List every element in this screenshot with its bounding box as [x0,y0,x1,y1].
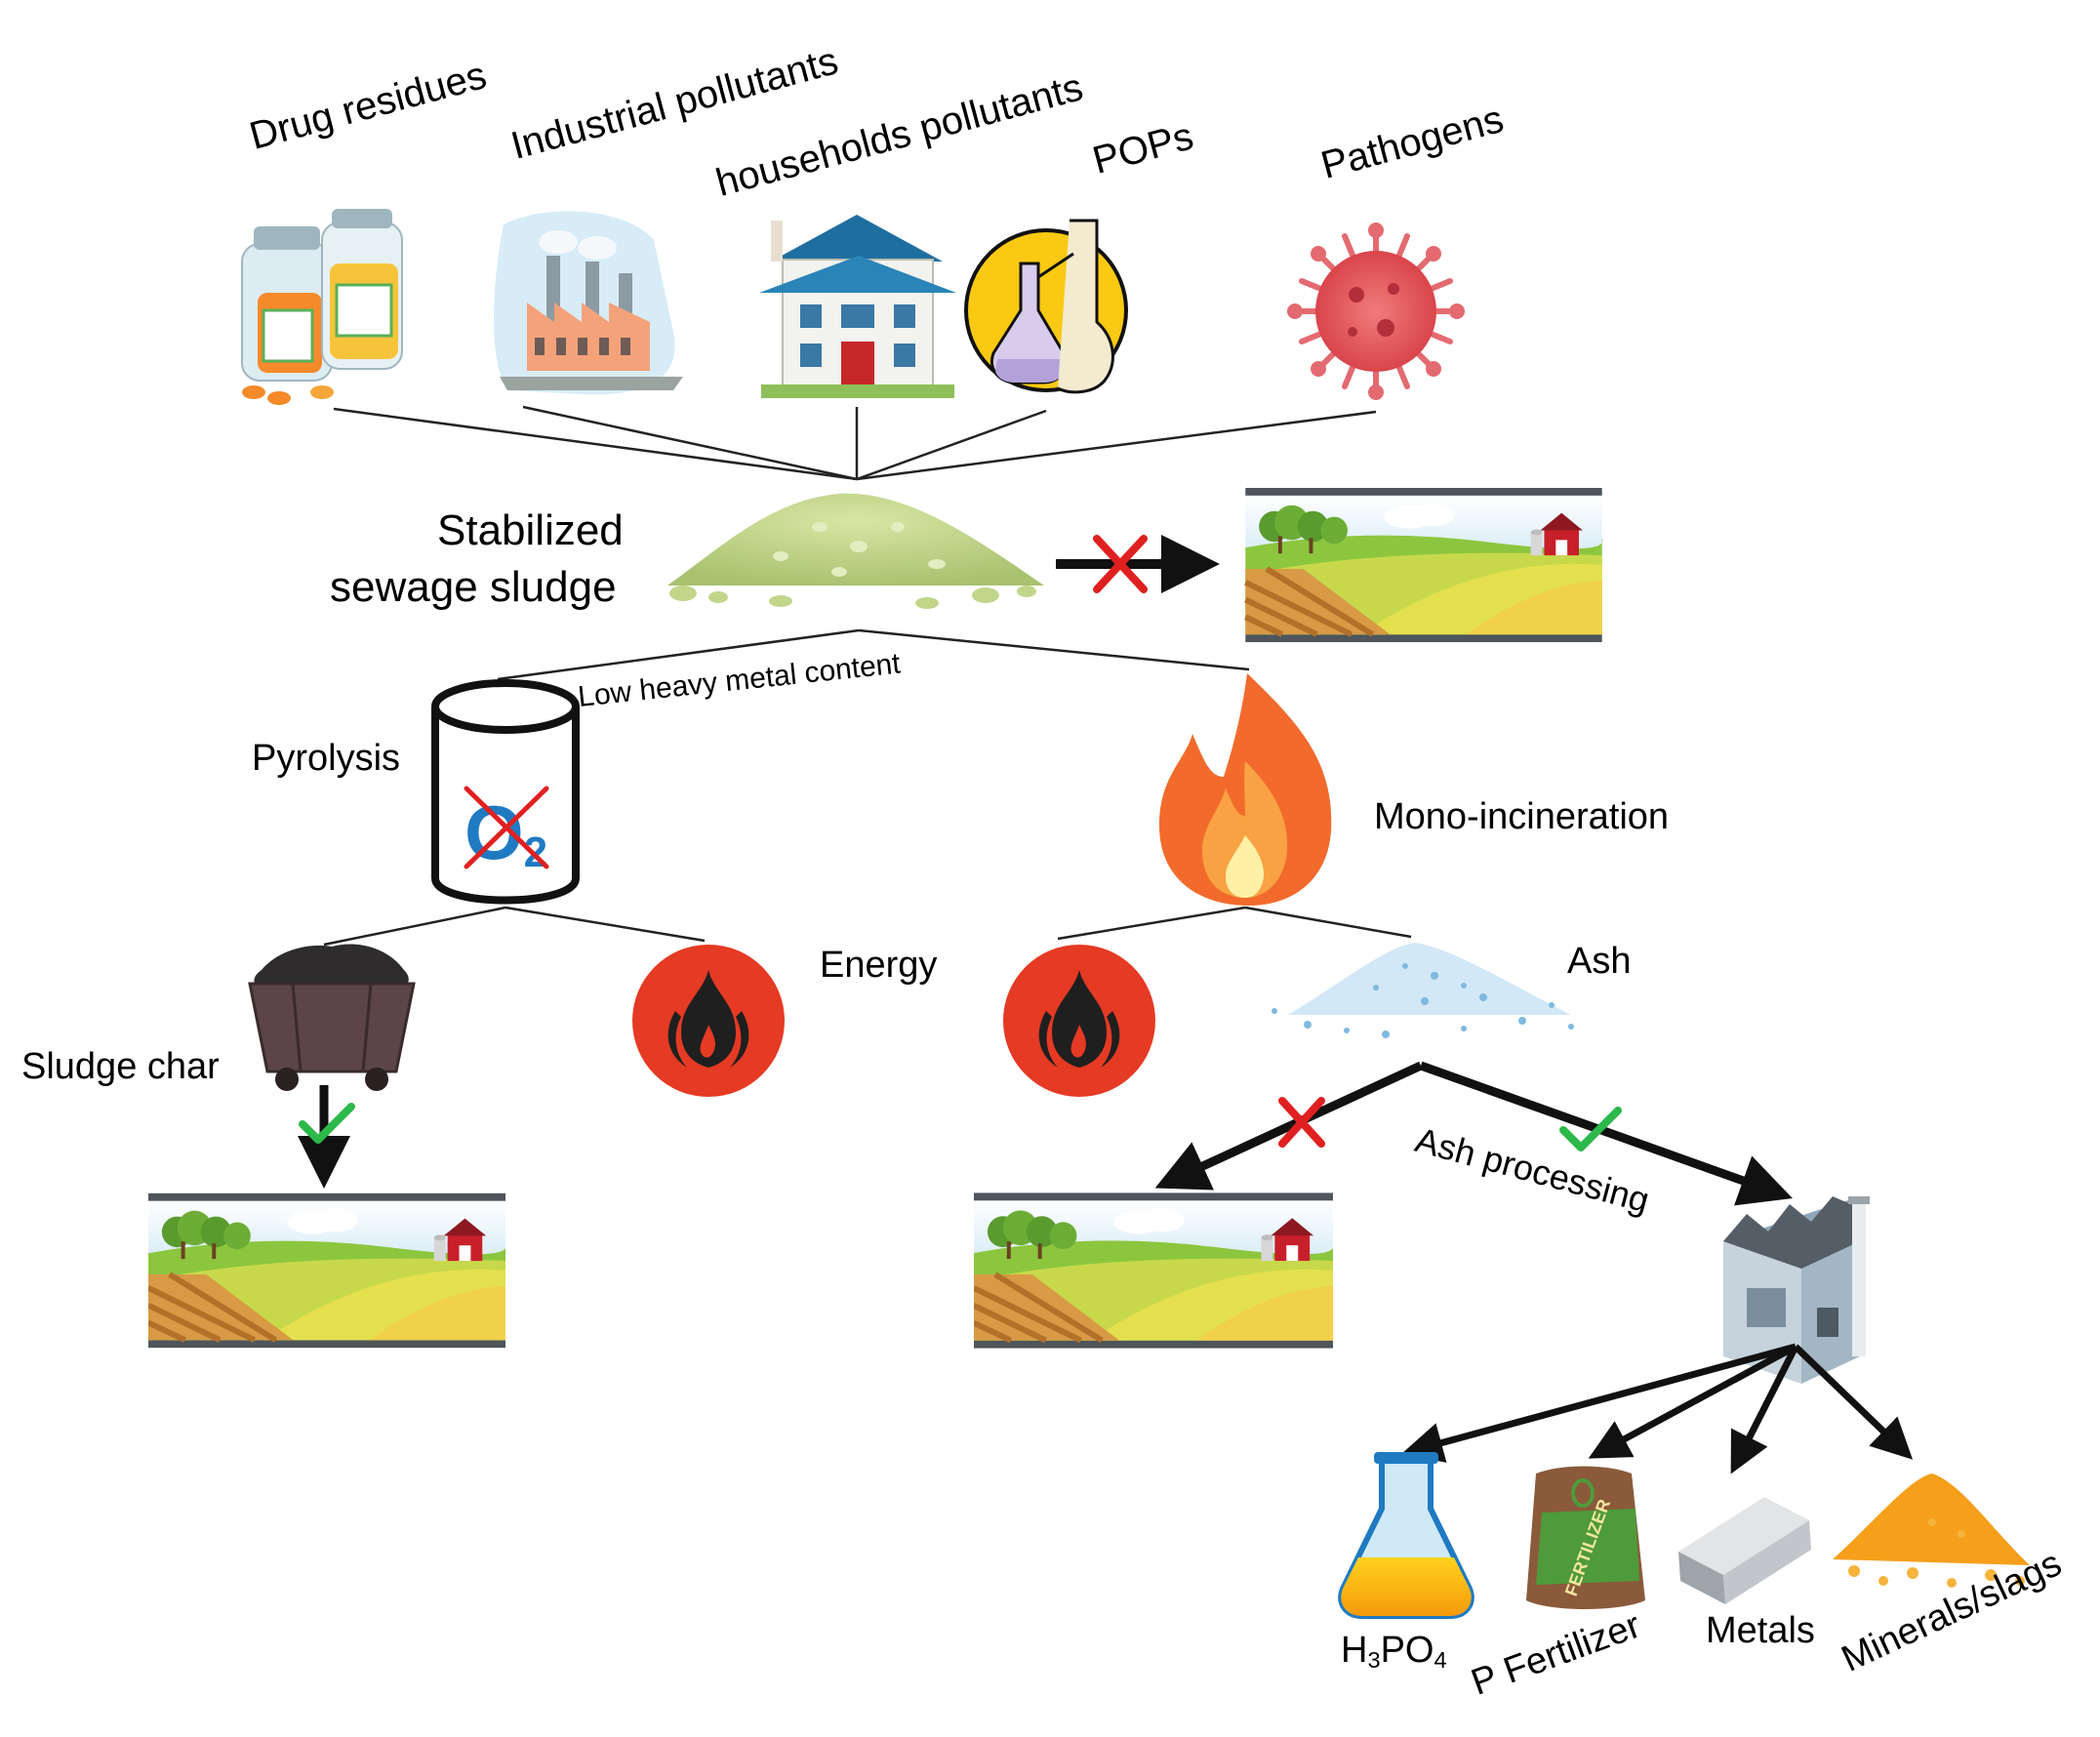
check-mark-icon-ash [1559,1107,1622,1151]
sludge-pile-icon [667,493,1044,609]
virus-icon [1287,222,1465,400]
processing-plant-icon [1723,1196,1870,1384]
farmland-icon-ash [974,1192,1334,1348]
sludge-char-label: Sludge char [21,1046,220,1087]
product-arrows [1401,1343,1914,1474]
drug-bottles-icon [241,209,403,405]
flame-icon [1159,673,1332,906]
house-icon [759,215,956,398]
ash-label: Ash [1567,941,1632,982]
minerals-pile-icon [1833,1474,2030,1588]
fertilizer-bag-icon: FERTILIZER [1526,1466,1645,1609]
sludge-label-line2: sewage sludge [330,563,617,611]
cross-mark-icon-ash [1278,1097,1325,1148]
product-split-lines [323,906,1412,947]
energy-icon-left [632,945,785,1097]
check-mark-icon [299,1103,355,1144]
product-label-h3po4: H3PO4 [1341,1630,1447,1673]
sludge-split-lines [497,628,1250,681]
product-label-metals: Metals [1706,1610,1815,1651]
factory-icon [494,211,683,395]
lab-flasks-icon [964,219,1128,394]
farmland-icon-char [148,1193,506,1348]
metal-ingot-icon [1678,1497,1811,1604]
reactor-no-oxygen-icon: O2 [431,679,580,905]
energy-icon-right [1003,945,1155,1097]
farmland-icon [1245,488,1602,642]
sludge-label-line1: Stabilized [437,506,624,554]
ash-pile-icon [1272,943,1574,1038]
source-connector-lines [333,405,1377,481]
cross-mark-icon [1093,535,1148,593]
mono-incineration-label: Mono-incineration [1374,796,1670,837]
coal-cart-icon [248,944,416,1091]
acid-flask-icon [1338,1452,1474,1619]
o2-subscript: 2 [524,828,547,876]
energy-label: Energy [820,945,938,986]
pyrolysis-label: Pyrolysis [252,738,401,779]
